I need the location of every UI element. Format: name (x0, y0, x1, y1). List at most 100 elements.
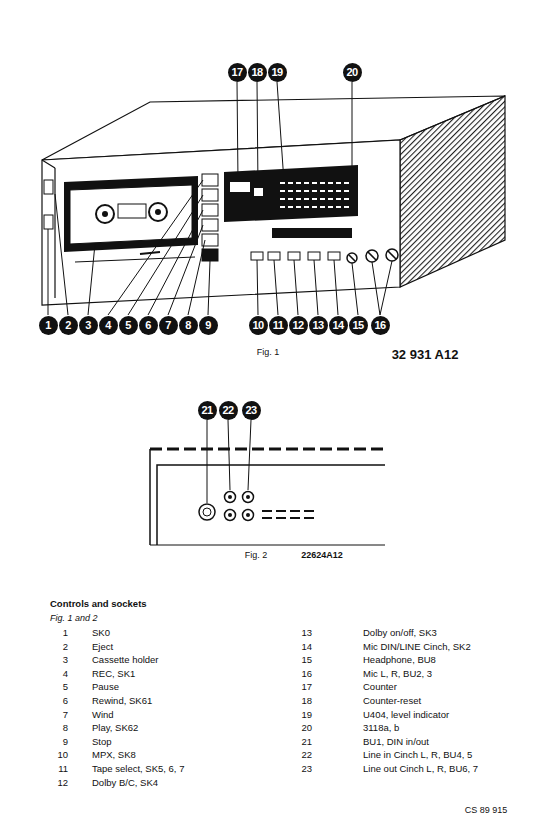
item-number: 21 (301, 736, 312, 747)
callout-number: 8 (185, 320, 191, 331)
item-number: 15 (301, 654, 312, 665)
callout-circle: 17 (228, 63, 247, 82)
item-description: Wind (92, 709, 114, 720)
callout-number: 6 (145, 320, 151, 331)
item-number: 12 (57, 777, 68, 788)
item-number: 20 (301, 722, 312, 733)
callout-number: 22 (222, 405, 233, 416)
item-description: Dolby on/off, SK3 (363, 627, 437, 638)
callout-circle: 13 (309, 316, 328, 335)
callout-number: 19 (271, 67, 282, 78)
callout-number: 1 (45, 320, 51, 331)
callout-circle: 7 (159, 316, 178, 335)
callout-circle: 15 (349, 316, 368, 335)
item-description: Cassette holder (92, 654, 159, 665)
item-description: Dolby B/C, SK4 (92, 777, 158, 788)
item-number: 7 (63, 709, 68, 720)
section-heading: Controls and sockets (50, 598, 147, 609)
callout-number: 15 (352, 320, 363, 331)
callout-circle: 5 (119, 316, 138, 335)
callout-number: 9 (205, 320, 211, 331)
callout-number: 18 (251, 67, 262, 78)
callout-number: 16 (374, 320, 385, 331)
item-number: 5 (63, 681, 68, 692)
item-description: Mic L, R, BU2, 3 (363, 668, 432, 679)
figure-caption: Fig. 1 (257, 347, 280, 358)
item-number: 10 (57, 749, 68, 760)
item-description: SK0 (92, 627, 110, 638)
callout-number: 7 (165, 320, 171, 331)
item-number: 23 (301, 763, 312, 774)
item-description: Line in Cinch L, R, BU4, 5 (363, 749, 472, 760)
item-number: 11 (58, 763, 68, 774)
item-description: Play, SK62 (92, 722, 138, 733)
callout-circle: 1 (39, 316, 58, 335)
item-number: 6 (63, 695, 68, 706)
callout-circle: 16 (371, 316, 390, 335)
callout-number: 11 (273, 320, 284, 331)
callout-circle: 3 (79, 316, 98, 335)
callout-circle: 9 (199, 316, 218, 335)
drawing-number: 32 931 A12 (392, 347, 459, 363)
callout-number: 13 (312, 320, 323, 331)
callout-circle: 11 (269, 316, 288, 335)
item-description: Pause (92, 681, 119, 692)
callout-circle: 18 (248, 63, 267, 82)
item-number: 14 (301, 641, 312, 652)
callout-circle: 23 (242, 401, 261, 420)
item-description: Stop (92, 736, 112, 747)
item-description: Line out Cinch L, R, BU6, 7 (363, 763, 478, 774)
item-number: 4 (63, 668, 68, 679)
item-number: 1 (63, 627, 68, 638)
callout-number: 14 (332, 320, 343, 331)
item-description: Counter-reset (363, 695, 421, 706)
item-description: Headphone, BU8 (363, 654, 436, 665)
callout-number: 23 (245, 405, 256, 416)
callout-number: 10 (252, 320, 263, 331)
item-description: MPX, SK8 (92, 749, 136, 760)
callout-number: 4 (105, 320, 111, 331)
callout-number: 2 (65, 320, 71, 331)
item-description: Eject (92, 641, 113, 652)
callout-number: 20 (346, 67, 357, 78)
item-description: REC, SK1 (92, 668, 135, 679)
callout-circle: 20 (343, 63, 362, 82)
drawing-number: 22624A12 (301, 550, 343, 561)
item-description: 3118a, b (363, 722, 399, 733)
callout-number: 17 (231, 67, 242, 78)
callout-circle: 4 (99, 316, 118, 335)
callout-circle: 2 (59, 316, 78, 335)
callout-circle: 6 (139, 316, 158, 335)
item-number: 3 (63, 654, 68, 665)
callout-number: 5 (125, 320, 131, 331)
item-description: Tape select, SK5, 6, 7 (92, 763, 184, 774)
item-number: 18 (301, 695, 312, 706)
item-description: Rewind, SK61 (92, 695, 152, 706)
item-description: Counter (363, 681, 397, 692)
item-number: 9 (63, 736, 68, 747)
callout-circle: 10 (249, 316, 268, 335)
callout-circle: 21 (198, 401, 217, 420)
figure-caption: Fig. 2 (245, 550, 268, 561)
figure-reference: Fig. 1 and 2 (50, 613, 98, 624)
item-number: 17 (301, 681, 312, 692)
item-number: 13 (301, 627, 312, 638)
item-number: 2 (63, 641, 68, 652)
callout-number: 3 (85, 320, 91, 331)
callout-number: 12 (292, 320, 303, 331)
item-number: 8 (63, 722, 68, 733)
callout-circle: 8 (179, 316, 198, 335)
callout-number: 21 (201, 405, 212, 416)
item-number: 22 (301, 749, 312, 760)
figure-caption: CS 89 915 (465, 805, 508, 816)
callout-circle: 19 (268, 63, 287, 82)
item-description: U404, level indicator (363, 709, 449, 720)
item-number: 16 (301, 668, 312, 679)
callout-circle: 22 (219, 401, 238, 420)
item-number: 19 (301, 709, 312, 720)
callout-circle: 12 (289, 316, 308, 335)
item-description: Mic DIN/LINE Cinch, SK2 (363, 641, 471, 652)
item-description: BU1, DIN in/out (363, 736, 429, 747)
